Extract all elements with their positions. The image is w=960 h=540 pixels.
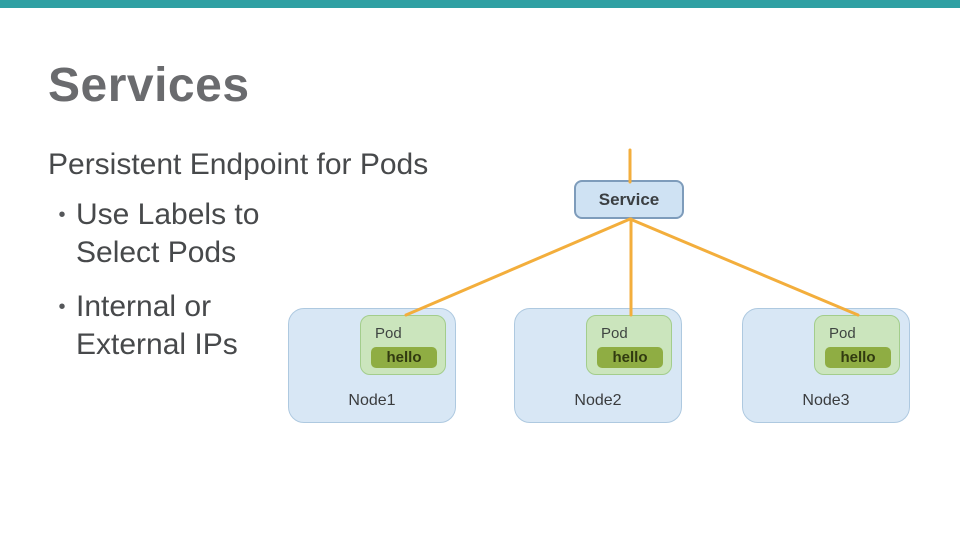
pod-label: Pod (375, 325, 402, 342)
node-box-1: Pod hello Node1 (288, 308, 456, 423)
pod-box: Pod hello (360, 315, 446, 375)
node-box-3: Pod hello Node3 (742, 308, 910, 423)
bullet-item: • Use Labels to Select Pods (48, 196, 388, 272)
pod-tag-hello: hello (371, 347, 437, 368)
node-label: Node3 (802, 392, 850, 409)
service-box: Service (574, 180, 684, 219)
accent-bar (0, 0, 960, 8)
pod-label: Pod (601, 325, 628, 342)
connector-line-node3 (628, 217, 860, 317)
bullet-text: Use Labels to Select Pods (76, 198, 260, 269)
node-box-2: Pod hello Node2 (514, 308, 682, 423)
connector-line-node1 (404, 217, 632, 317)
bullet-dot-icon: • (58, 204, 66, 226)
bullet-text: Internal or External IPs (76, 290, 238, 361)
slide-subtitle: Persistent Endpoint for Pods (48, 148, 429, 181)
bullet-list: • Use Labels to Select Pods • Internal o… (48, 196, 388, 380)
node-label: Node1 (348, 392, 396, 409)
pod-box: Pod hello (814, 315, 900, 375)
pod-label: Pod (829, 325, 856, 342)
slide-title: Services (48, 59, 250, 112)
pod-tag-hello: hello (597, 347, 663, 368)
bullet-dot-icon: • (58, 296, 66, 318)
node-label: Node2 (574, 392, 622, 409)
pod-box: Pod hello (586, 315, 672, 375)
bullet-item: • Internal or External IPs (48, 288, 388, 364)
pod-tag-hello: hello (825, 347, 891, 368)
service-label: Service (598, 189, 660, 209)
